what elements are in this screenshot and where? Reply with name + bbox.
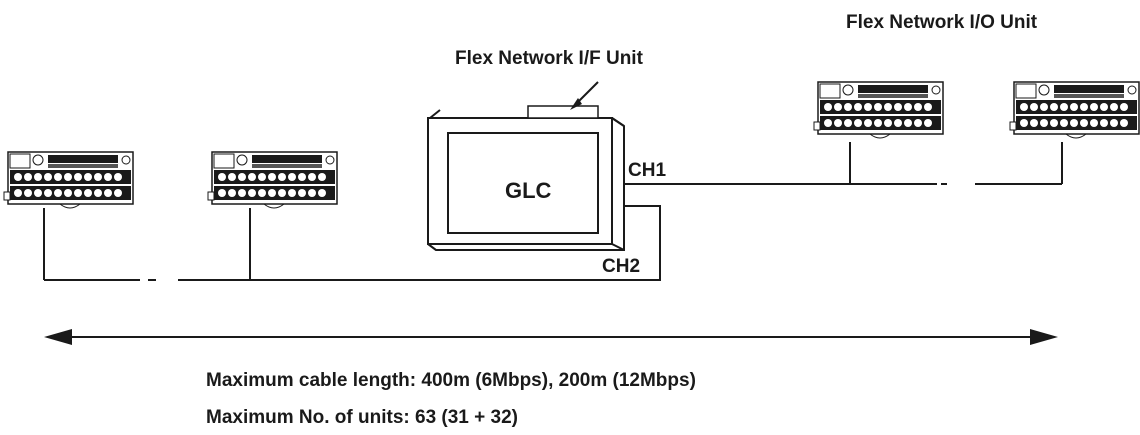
cable-length-arrow: [44, 329, 1058, 345]
glc-label: GLC: [505, 178, 552, 203]
io-unit-top-right: [1009, 81, 1140, 139]
ch1-label: CH1: [628, 160, 666, 181]
if-unit-label: Flex Network I/F Unit: [455, 48, 644, 69]
if-unit-pointer: [575, 81, 599, 105]
ch2-cable: [43, 205, 661, 281]
io-unit-top-left: [813, 81, 944, 139]
ch1-cable: [624, 142, 1063, 185]
ch2-label: CH2: [602, 256, 640, 277]
io-unit-left-2: [207, 151, 338, 209]
max-units-text: Maximum No. of units: 63 (31 + 32): [206, 407, 518, 428]
cable-length-text: Maximum cable length: 400m (6Mbps), 200m…: [206, 370, 696, 391]
io-unit-label: Flex Network I/O Unit: [846, 12, 1038, 33]
glc-panel: [427, 105, 625, 251]
if-unit-module: [527, 105, 599, 119]
io-unit-left-1: [3, 151, 134, 209]
